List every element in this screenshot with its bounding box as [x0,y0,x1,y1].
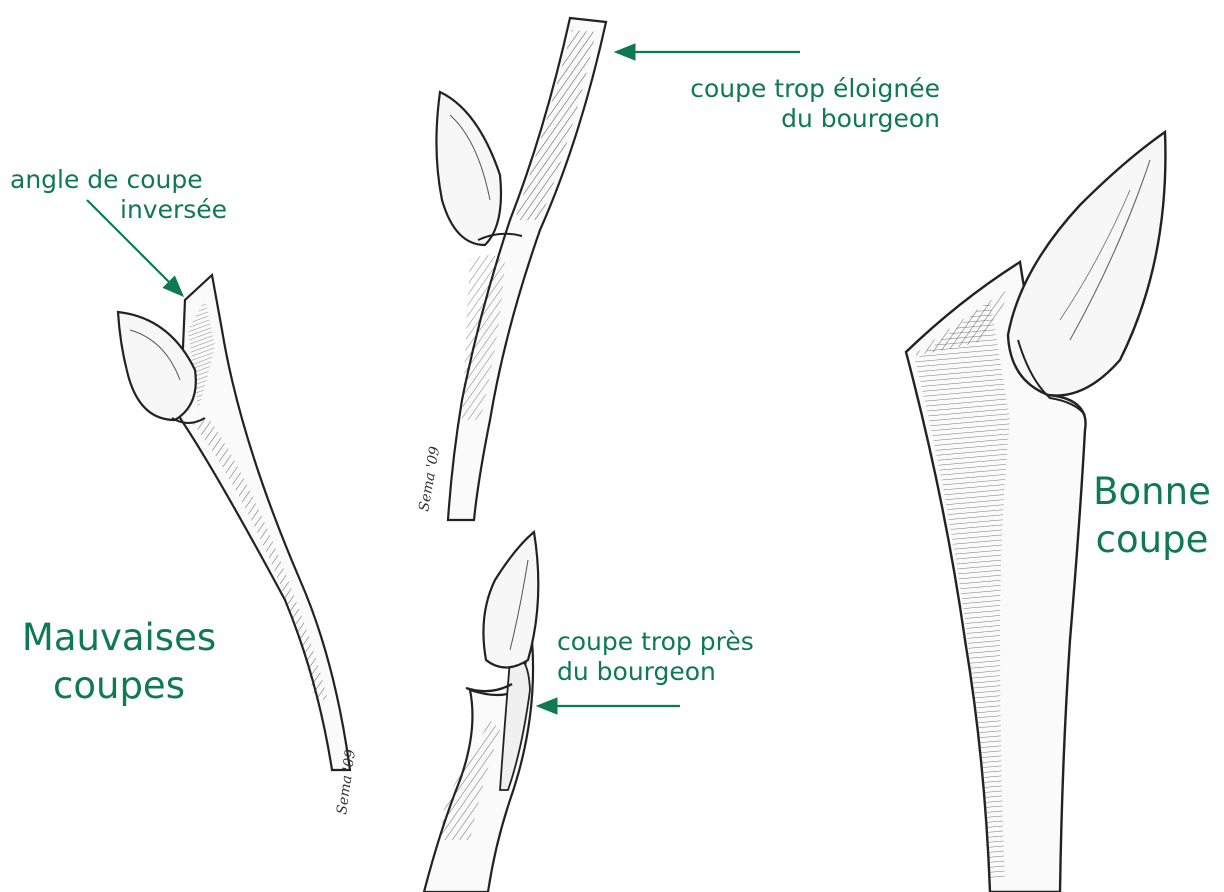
label-reversed-angle: angle de coupe inversée [10,165,227,224]
branch-cut-too-far [436,18,606,520]
label-line: coupe [1082,516,1222,564]
label-line: Mauvaises [4,614,234,662]
artist-signature: Sema '09 [416,445,443,512]
label-line: coupe trop près [557,627,754,657]
label-good-cut: Bonne coupe [1082,468,1222,564]
label-line: inversée [10,195,227,225]
label-line: du bourgeon [557,657,754,687]
label-bad-cuts: Mauvaises coupes [4,614,234,710]
label-cut-too-close: coupe trop près du bourgeon [557,627,754,686]
label-line: angle de coupe [10,165,227,195]
label-cut-too-far: coupe trop éloignée du bourgeon [630,74,940,133]
label-line: du bourgeon [630,104,940,134]
branch-cut-too-close [424,532,538,892]
label-line: coupe trop éloignée [630,74,940,104]
label-line: coupes [4,662,234,710]
label-line: Bonne [1082,468,1222,516]
